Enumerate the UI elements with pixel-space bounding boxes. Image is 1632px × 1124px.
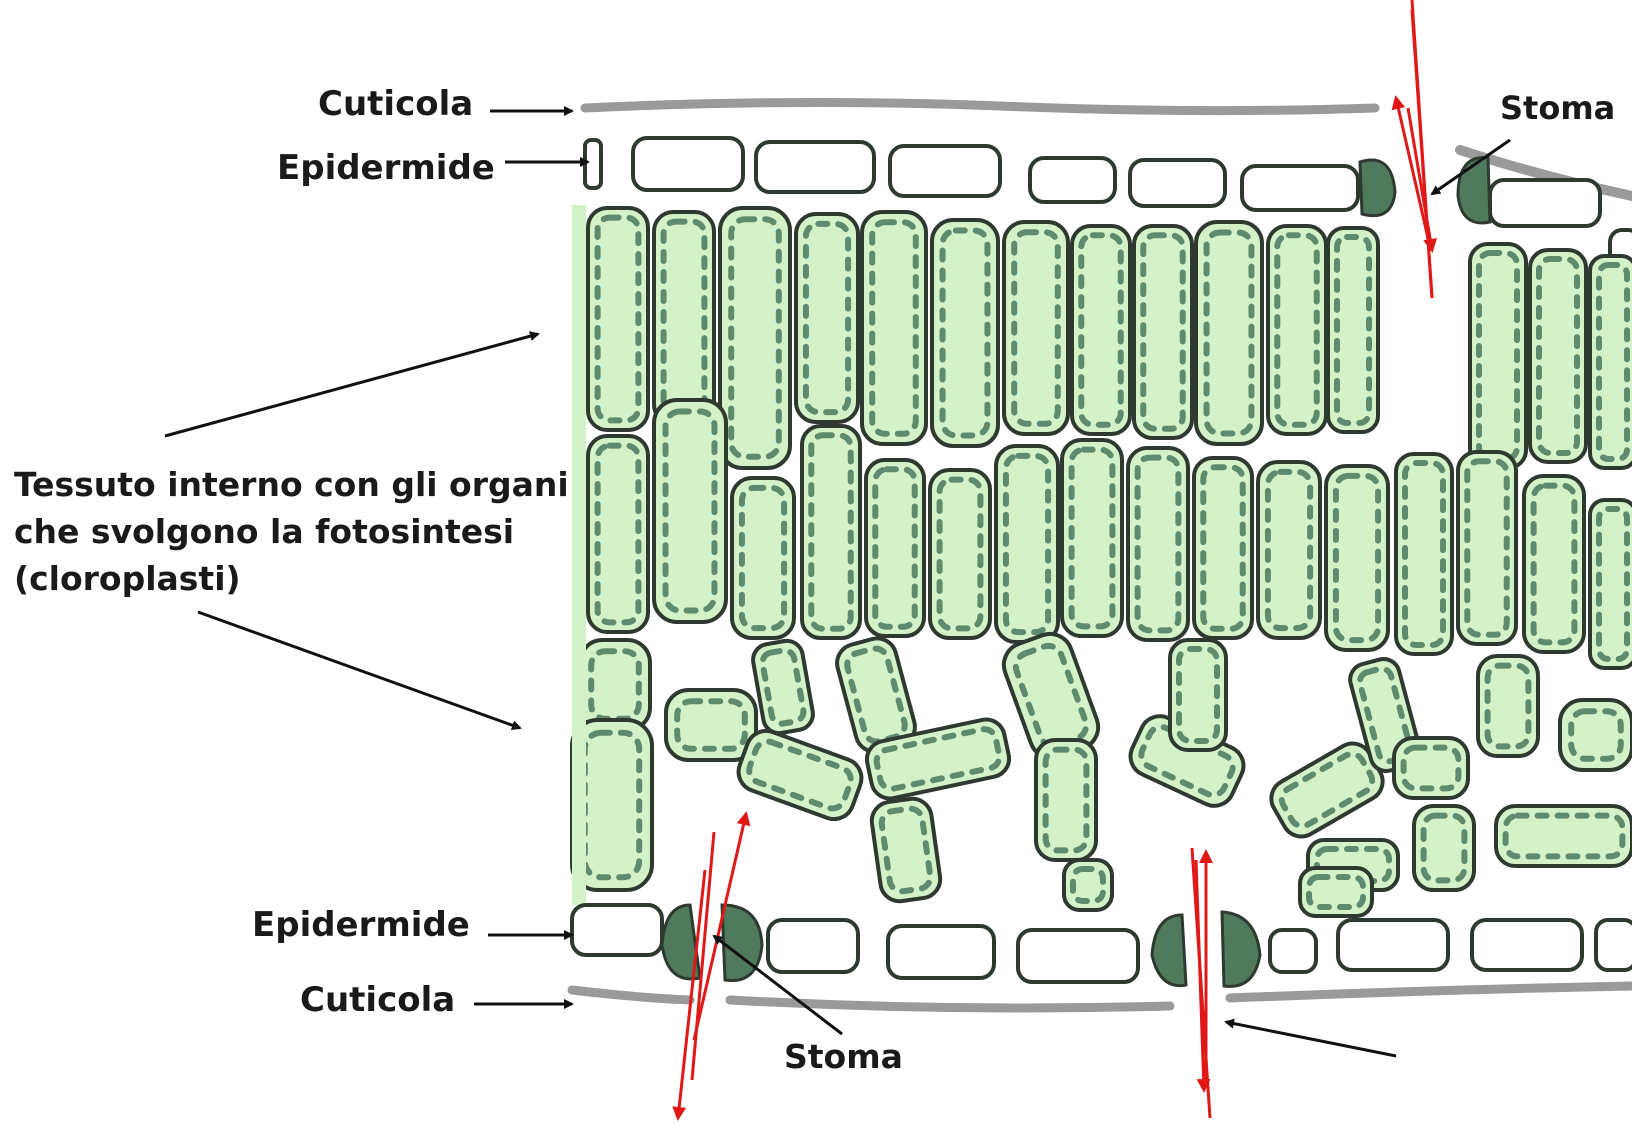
palisade-cell-lower [1128, 448, 1188, 640]
spongy-cell [1064, 860, 1112, 910]
palisade-cell-lower [1194, 458, 1252, 638]
spongy-cell [580, 640, 650, 730]
palisade-cell-lower [1524, 476, 1584, 652]
palisade-cell-lower [1258, 462, 1320, 638]
palisade-cell-lower [1458, 452, 1516, 644]
palisade-cell-upper [1004, 222, 1068, 434]
label-cuticola-top: Cuticola [318, 84, 473, 124]
palisade-cell-upper [1470, 244, 1526, 468]
palisade-cell-lower [588, 436, 648, 632]
palisade-cell-upper [1268, 226, 1326, 434]
label-stoma-top: Stoma [1500, 89, 1615, 127]
arrow-tessuto-up [165, 334, 538, 436]
palisade-cell-lower [1590, 500, 1632, 668]
palisade-cell-upper [1134, 226, 1192, 438]
palisade-cell-upper [1530, 250, 1586, 462]
palisade-cell-upper [796, 214, 858, 422]
palisade-cell-upper [1072, 226, 1130, 434]
palisade-cell-upper [1196, 222, 1262, 444]
spongy-cell [1496, 806, 1632, 866]
palisade-cell-lower [996, 446, 1058, 642]
palisade-cell-lower [1326, 466, 1388, 650]
palisade-cell-upper [654, 212, 714, 424]
spongy-cell [666, 690, 756, 760]
label-tessuto-line2: che svolgono la fotosintesi [14, 512, 514, 551]
spongy-cell [1478, 656, 1538, 756]
label-cuticola-bottom: Cuticola [300, 980, 455, 1020]
palisade-cell-lower [654, 400, 726, 622]
spongy-cell [1170, 640, 1226, 750]
palisade-cell-lower [802, 426, 860, 638]
palisade-cell-upper [1328, 228, 1378, 432]
spongy-cell [1414, 806, 1474, 890]
palisade-cell-lower [732, 478, 794, 638]
spongy-cell [1560, 700, 1632, 770]
label-epidermide-top: Epidermide [277, 148, 495, 188]
arrow-stoma-bottom-right [1226, 1022, 1396, 1056]
palisade-cell-upper [932, 220, 998, 446]
arrow-tessuto-down [198, 612, 520, 728]
palisade-cell-upper [1590, 256, 1632, 468]
label-tessuto-line1: Tessuto interno con gli organi [14, 465, 569, 504]
palisade-cell-lower [866, 460, 924, 636]
leaf-cut-edge [572, 205, 586, 905]
spongy-cell [1036, 740, 1096, 860]
label-stoma-bottom: Stoma [784, 1037, 903, 1076]
palisade-cell-upper [720, 208, 790, 468]
label-epidermide-bottom: Epidermide [252, 905, 470, 945]
palisade-cell-upper [588, 208, 648, 430]
palisade-cell-lower [930, 470, 990, 638]
spongy-cell [869, 796, 942, 903]
palisade-cell-lower [1062, 440, 1122, 636]
lower-cuticle [572, 986, 1632, 1008]
palisade-cell-upper [862, 212, 926, 444]
label-tessuto-line3: (cloroplasti) [14, 559, 241, 598]
spongy-cell [1394, 738, 1468, 798]
spongy-cell [1300, 868, 1372, 916]
palisade-cell-lower [1396, 454, 1452, 654]
